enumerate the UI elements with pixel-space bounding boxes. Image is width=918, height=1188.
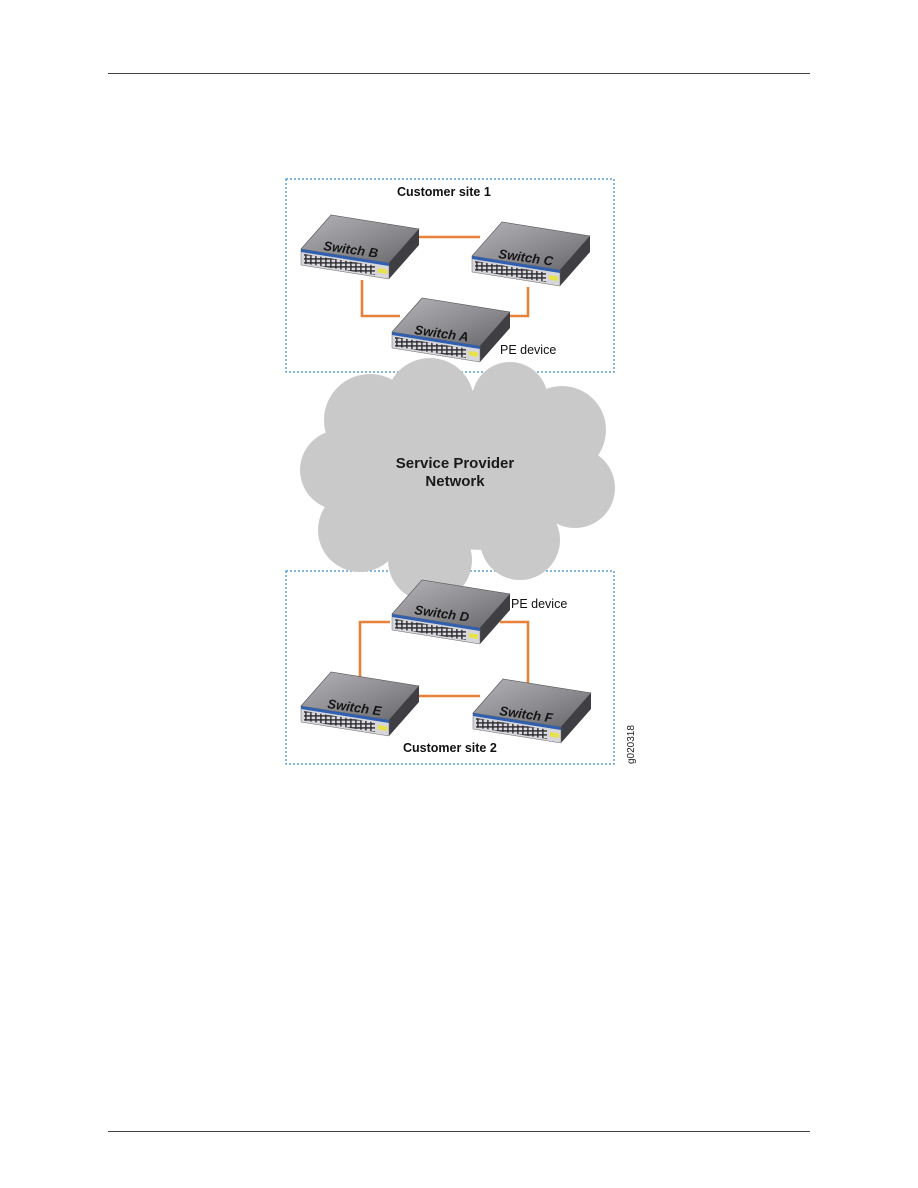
- cloud-label-line2: Network: [425, 473, 485, 490]
- pe-device-label-bottom: PE device: [511, 597, 567, 611]
- link-b-a: [360, 280, 400, 318]
- switch-b: Switch B: [300, 214, 420, 280]
- switch-c: Switch C: [471, 221, 591, 287]
- switch-f: Switch F: [472, 678, 592, 744]
- footer-rule: [108, 1131, 810, 1132]
- customer-site-1-label: Customer site 1: [397, 185, 491, 199]
- switch-e: Switch E: [300, 671, 420, 737]
- switch-d: Switch D: [391, 579, 511, 645]
- cloud-label-line1: Service Provider: [396, 455, 515, 472]
- switch-a: Switch A: [391, 297, 511, 363]
- cloud-shape: [300, 358, 615, 602]
- pe-device-label-top: PE device: [500, 343, 556, 357]
- link-d-f: [500, 620, 530, 683]
- figure-id: g020318: [626, 725, 637, 764]
- customer-site-2-label: Customer site 2: [403, 741, 497, 755]
- header-rule: [108, 73, 810, 74]
- link-d-e: [358, 620, 390, 683]
